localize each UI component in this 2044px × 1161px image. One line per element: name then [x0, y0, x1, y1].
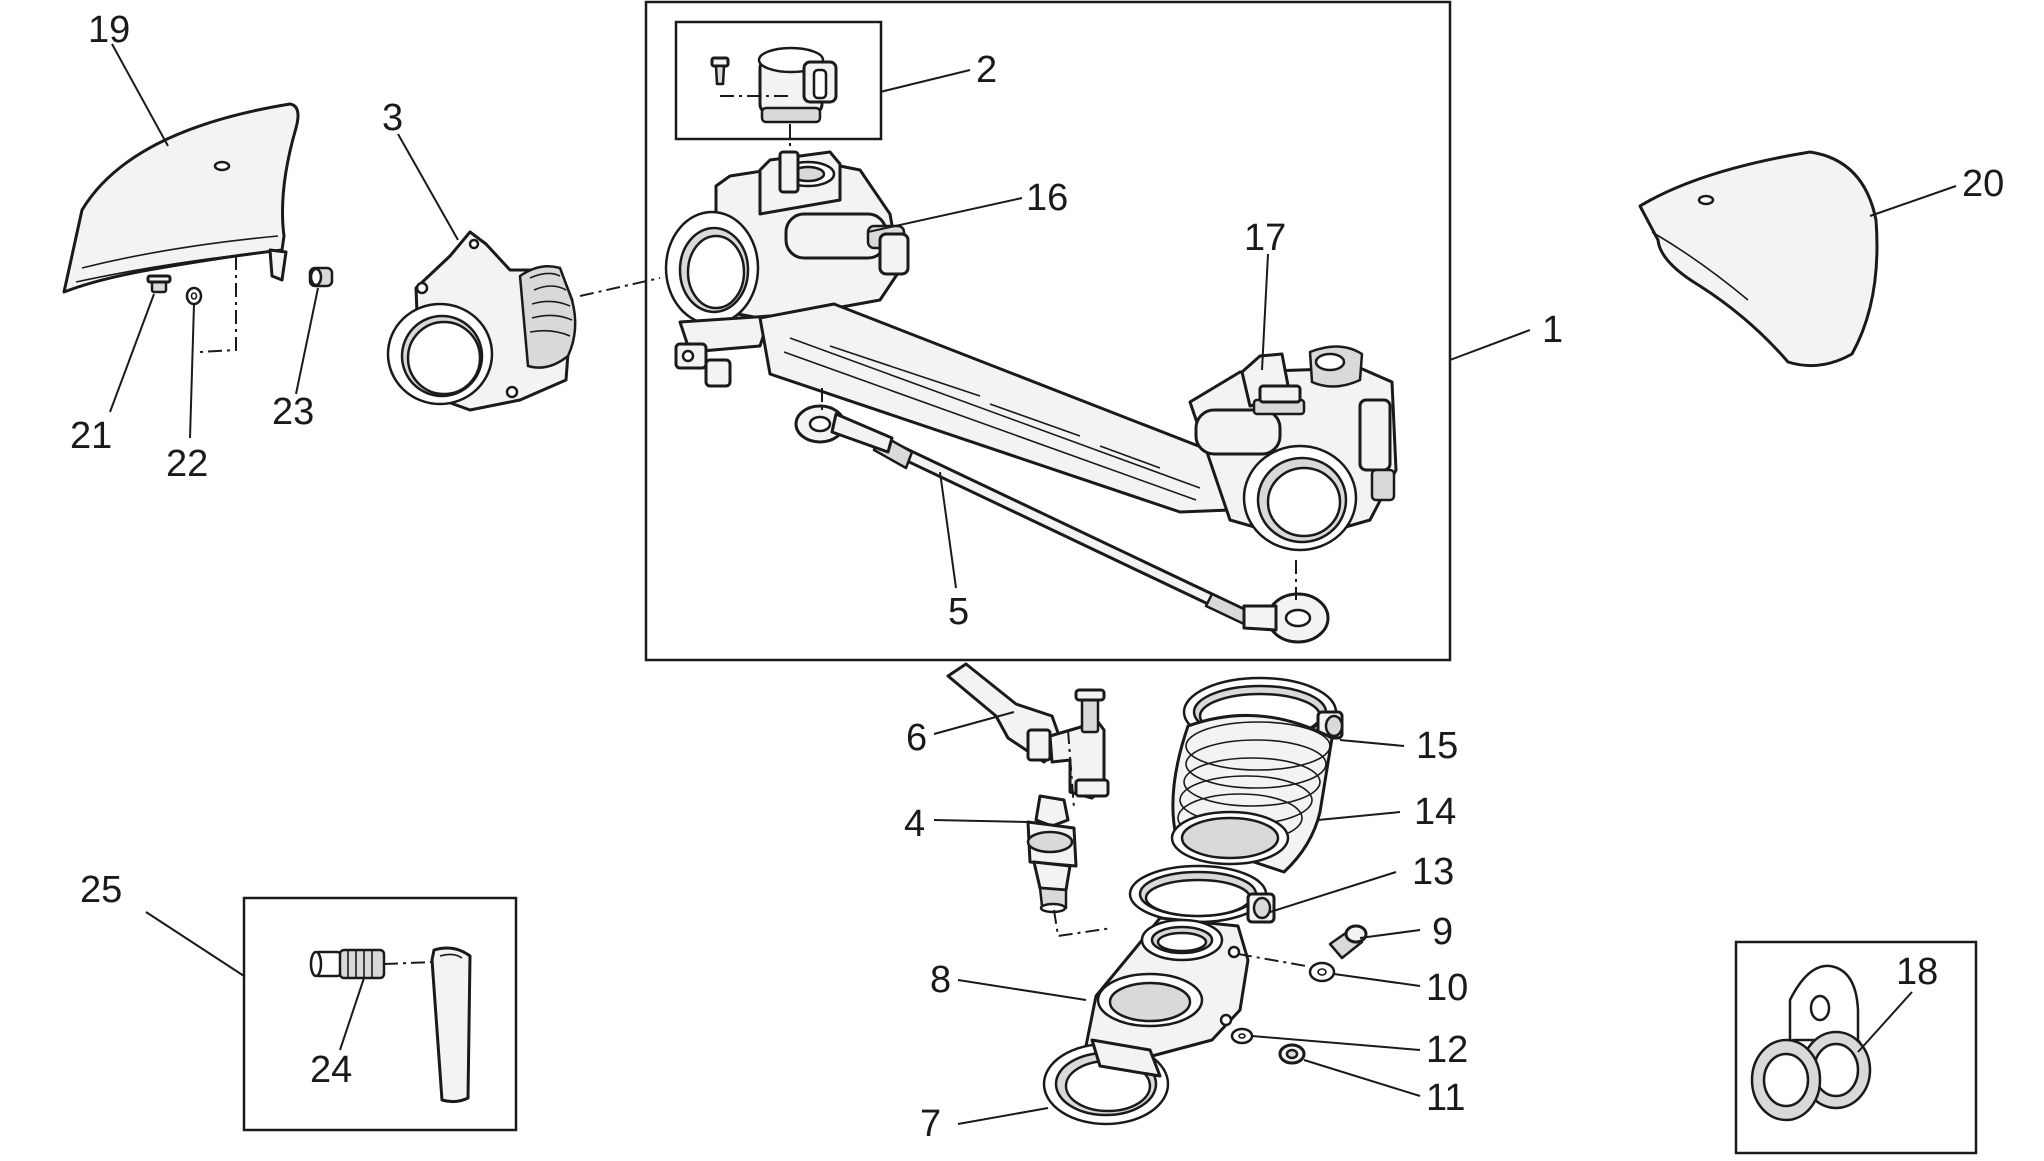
part-12-washer	[1230, 1027, 1254, 1045]
label-24: 24	[310, 1049, 352, 1091]
part-5-linkage-rod	[794, 404, 1330, 644]
throttle-body-link-bar	[758, 302, 1262, 514]
label-2: 2	[976, 49, 997, 91]
leader-lines	[109, 43, 1957, 1125]
part-6-fuel-rail-bracket	[946, 662, 1110, 800]
part-22-washer	[185, 286, 203, 306]
callout-labels: 19 3 2 16 17 1 20 5 21 22 23 6 4 15 14 1…	[70, 9, 2004, 1145]
part-17-throttle-body-right	[1188, 345, 1398, 552]
label-10: 10	[1426, 967, 1468, 1009]
part-20-right-cover	[1638, 150, 1879, 368]
label-14: 14	[1414, 791, 1456, 833]
label-23: 23	[272, 391, 314, 433]
part-11-screw	[1278, 1043, 1306, 1065]
label-8: 8	[930, 959, 951, 1001]
part-23-spacer	[308, 266, 334, 288]
part-19-left-cover	[62, 102, 300, 294]
label-9: 9	[1432, 911, 1453, 953]
part-2-screw	[710, 56, 730, 86]
part-9-bolt	[1328, 924, 1368, 960]
part-24-valve	[309, 948, 386, 980]
label-12: 12	[1426, 1029, 1468, 1071]
label-1: 1	[1542, 309, 1563, 351]
main-assembly-frame	[644, 0, 1452, 662]
part-13-hose-clamp-lower	[1128, 864, 1276, 924]
part-3-intake-manifold	[386, 230, 577, 412]
part-10-washer	[1308, 961, 1336, 983]
label-16: 16	[1026, 177, 1068, 219]
part-25-kit-frame	[242, 896, 518, 1132]
label-19: 19	[88, 9, 130, 51]
part-18-inset-frame	[1734, 940, 1978, 1155]
part-2-inset-frame	[674, 20, 883, 141]
part-18-grommet-clip	[1750, 964, 1872, 1122]
label-7: 7	[920, 1103, 941, 1145]
label-5: 5	[948, 591, 969, 633]
label-15: 15	[1416, 725, 1458, 767]
label-21: 21	[70, 415, 112, 457]
label-13: 13	[1412, 851, 1454, 893]
part-8-intake-manifold	[1084, 916, 1250, 1058]
part-7-ring	[1042, 1038, 1170, 1126]
label-17: 17	[1244, 217, 1286, 259]
label-20: 20	[1962, 163, 2004, 205]
label-11: 11	[1426, 1077, 1465, 1119]
label-22: 22	[166, 443, 208, 485]
label-3: 3	[382, 97, 403, 139]
part-21-screw	[146, 274, 172, 294]
part-2-sensor	[757, 46, 838, 124]
label-18: 18	[1896, 951, 1938, 993]
label-25: 25	[80, 869, 122, 911]
label-4: 4	[904, 803, 925, 845]
label-6: 6	[906, 717, 927, 759]
part-14-intake-hose	[1170, 713, 1334, 874]
part-4-injector	[1026, 794, 1078, 914]
part-25-blade	[430, 946, 472, 1104]
part-16-throttle-body-left	[664, 150, 910, 388]
